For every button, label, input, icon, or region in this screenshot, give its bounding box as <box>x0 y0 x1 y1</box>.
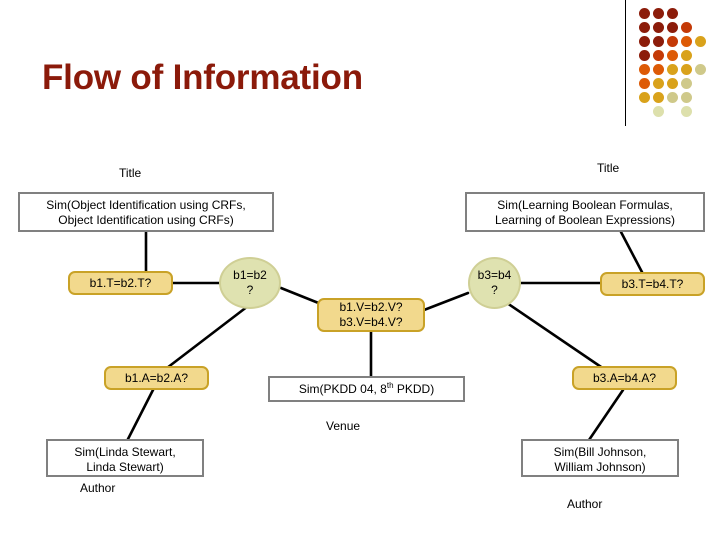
decorative-dot <box>653 92 664 103</box>
sim-title-left-box: Sim(Object Identification using CRFs, Ob… <box>18 192 274 232</box>
link-circle-b3b4-to-b3a <box>505 301 609 373</box>
sim-author-right-box: Sim(Bill Johnson, William Johnson) <box>521 439 679 477</box>
decorative-dot <box>653 8 664 19</box>
decorative-dot <box>695 64 706 75</box>
sim-title-right-line1: Sim(Learning Boolean Formulas, <box>497 198 673 212</box>
sim-venue-text: Sim(PKDD 04, 8th PKDD) <box>298 380 435 396</box>
gold-box-b1v-b2v-line2: b3.V=b4.V? <box>339 315 403 329</box>
decorative-dot <box>639 64 650 75</box>
decorative-dot <box>695 36 706 47</box>
circle-b1-b2-line1: b1=b2 <box>233 268 267 282</box>
decorative-dot <box>667 64 678 75</box>
decorative-dot <box>653 36 664 47</box>
decorative-dot <box>653 106 664 117</box>
decorative-dot-grid-icon <box>639 8 714 120</box>
sim-author-right-line1: Sim(Bill Johnson, <box>553 445 647 459</box>
sim-author-right-line2: William Johnson) <box>554 460 646 474</box>
gold-box-b1a-b2a: b1.A=b2.A? <box>104 366 209 390</box>
sim-title-right-box: Sim(Learning Boolean Formulas, Learning … <box>465 192 705 232</box>
caption-author-left: Author <box>80 481 116 495</box>
decorative-dot <box>639 92 650 103</box>
circle-b3-b4-line1: b3=b4 <box>477 268 512 282</box>
decorative-dot <box>639 50 650 61</box>
decorative-dot <box>667 92 678 103</box>
decorative-dot <box>667 22 678 33</box>
decorative-dot <box>639 78 650 89</box>
caption-title-right: Title <box>597 161 620 175</box>
gold-box-b1a-b2a-label: b1.A=b2.A? <box>124 370 189 385</box>
decorative-dot <box>681 92 692 103</box>
decorative-dot <box>653 78 664 89</box>
gold-box-b1v-b2v: b1.V=b2.V? b3.V=b4.V? <box>317 298 425 332</box>
decorative-dot <box>667 50 678 61</box>
gold-box-b1t-b2t-label: b1.T=b2.T? <box>89 275 152 290</box>
gold-box-b3t-b4t: b3.T=b4.T? <box>600 272 705 296</box>
gold-box-b3a-b4a-label: b3.A=b4.A? <box>592 370 657 385</box>
link-title-right-to-b3t <box>619 230 645 276</box>
circle-b3-b4-line2: ? <box>491 283 498 297</box>
decorative-dot <box>653 64 664 75</box>
link-b3a-to-author-right <box>587 388 625 442</box>
decorative-dot <box>681 106 692 117</box>
link-circle-b3b4-to-b1v <box>422 291 470 312</box>
page-title: Flow of Information <box>42 58 363 97</box>
link-b1a-to-author-left <box>125 386 156 443</box>
sim-author-left-line1: Sim(Linda Stewart, <box>74 445 176 459</box>
caption-title-left: Title <box>119 166 142 180</box>
decorative-dot <box>681 78 692 89</box>
circle-b1-b2: b1=b2 ? <box>219 257 281 309</box>
decorative-dot <box>639 36 650 47</box>
decorative-vertical-rule <box>625 0 626 126</box>
circle-b1-b2-line2: ? <box>246 283 254 297</box>
sim-title-right-line2: Learning of Boolean Expressions) <box>494 213 676 227</box>
link-circle-b1b2-to-b1a <box>161 301 254 373</box>
decorative-dot <box>653 22 664 33</box>
link-circle-b1b2-to-b1v <box>279 286 323 306</box>
decorative-dot <box>681 50 692 61</box>
sim-author-left-box: Sim(Linda Stewart, Linda Stewart) <box>46 439 204 477</box>
gold-box-b1v-b2v-line1: b1.V=b2.V? <box>339 300 403 314</box>
caption-author-right: Author <box>567 497 603 511</box>
decorative-dot <box>681 22 692 33</box>
sim-title-left-line1: Sim(Object Identification using CRFs, <box>46 198 246 212</box>
decorative-dot <box>667 78 678 89</box>
decorative-dot <box>667 8 678 19</box>
caption-venue: Venue <box>326 419 361 433</box>
sim-author-left-line2: Linda Stewart) <box>86 460 164 474</box>
sim-title-left-line2: Object Identification using CRFs) <box>58 213 234 227</box>
decorative-dot <box>639 8 650 19</box>
sim-venue-box: Sim(PKDD 04, 8th PKDD) <box>268 376 465 402</box>
decorative-dot <box>667 36 678 47</box>
gold-box-b1t-b2t: b1.T=b2.T? <box>68 271 173 295</box>
circle-b3-b4: b3=b4 ? <box>468 257 521 309</box>
gold-box-b3a-b4a: b3.A=b4.A? <box>572 366 677 390</box>
decorative-dot <box>681 64 692 75</box>
decorative-dot <box>639 22 650 33</box>
gold-box-b3t-b4t-label: b3.T=b4.T? <box>621 276 684 291</box>
decorative-dot <box>681 36 692 47</box>
decorative-dot <box>653 50 664 61</box>
